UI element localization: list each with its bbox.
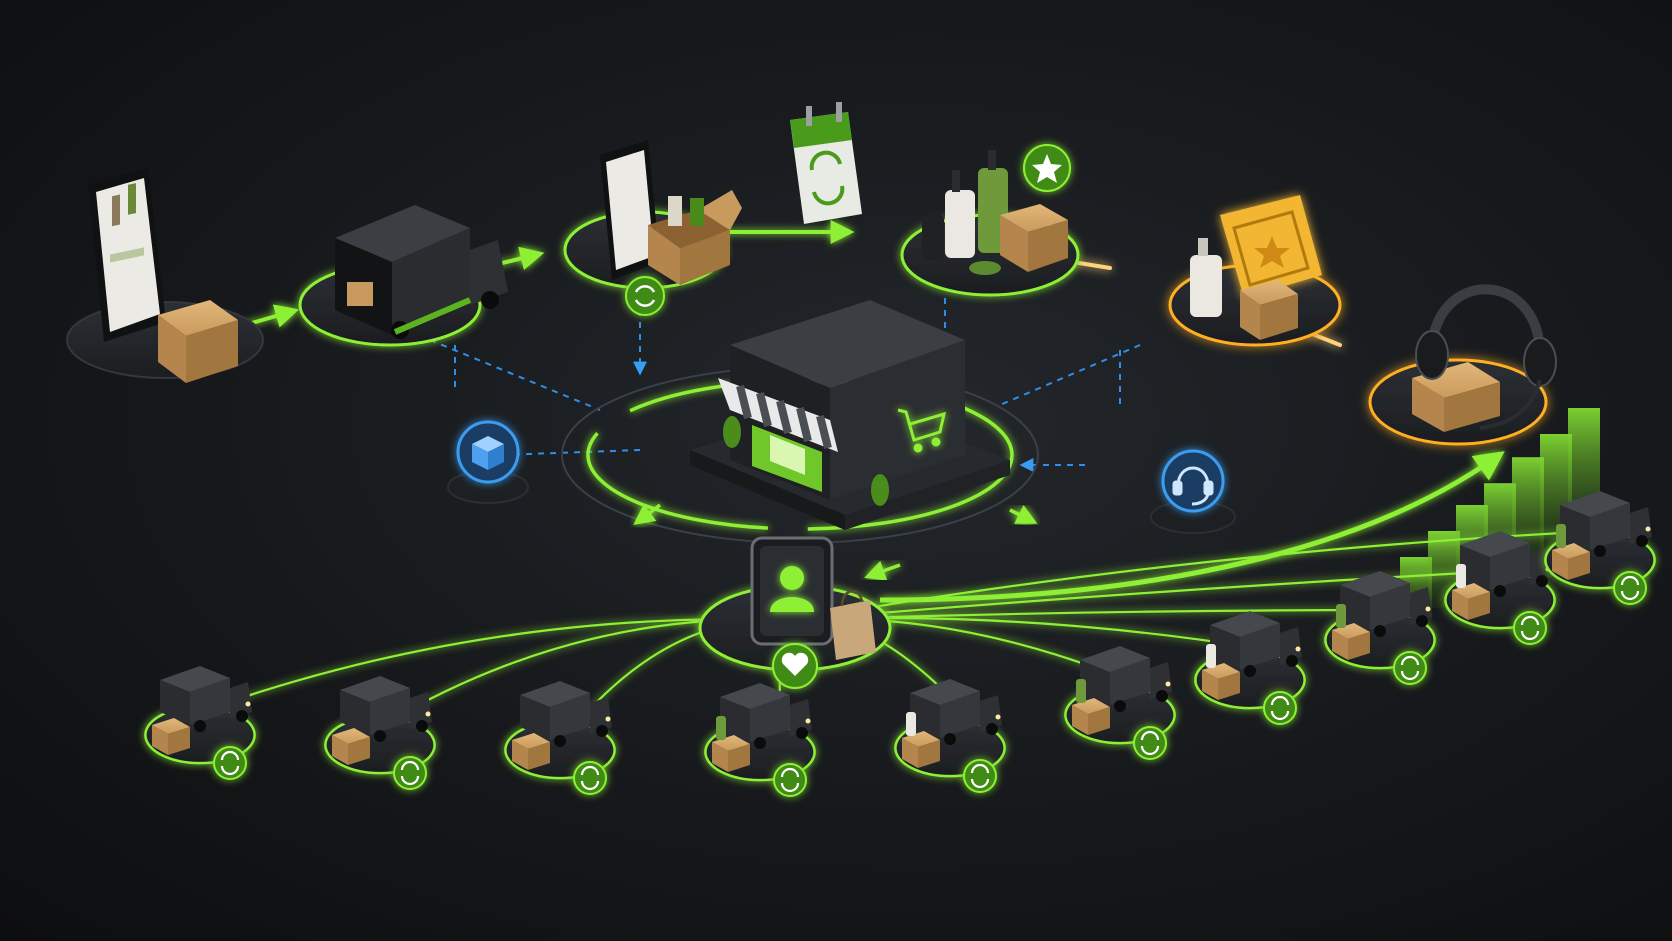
delivery-truck-icon (335, 205, 508, 339)
growth-arrow (879, 451, 1505, 603)
delivery-truck-icon (1080, 646, 1172, 712)
refresh-icon (963, 759, 997, 793)
node-products (900, 144, 1080, 297)
package-box (152, 718, 190, 755)
node-support (1368, 284, 1557, 446)
smartphone-icon (600, 140, 660, 280)
package-box (902, 731, 940, 768)
refresh-icon (213, 746, 247, 780)
node-unboxing (563, 140, 742, 316)
storefront-icon (718, 300, 965, 506)
smartphone-icon (88, 168, 166, 342)
hub-ring-arrow-bottom (864, 560, 901, 581)
delivery-pod (1544, 491, 1656, 605)
refresh-icon (573, 761, 607, 795)
refresh-icon (1393, 651, 1427, 685)
product-bottle (1336, 604, 1346, 628)
cube-icon (472, 436, 504, 470)
node-online-order (66, 168, 264, 383)
delivery-pod (324, 676, 436, 790)
node-shipping (298, 205, 508, 347)
delivery-pod (1064, 646, 1176, 760)
delivery-truck-icon (520, 681, 612, 747)
delivery-pod (504, 681, 616, 795)
refresh-icon (773, 763, 807, 797)
package-box (332, 728, 370, 765)
refresh-icon (1133, 726, 1167, 760)
refresh-icon (1613, 571, 1647, 605)
product-bottle (1076, 679, 1086, 703)
node-rewards (1168, 195, 1342, 347)
package-box (1412, 362, 1500, 432)
product-bottle (716, 716, 726, 740)
ticket-icon (1220, 195, 1322, 298)
hub-ring-arrow-right (1009, 504, 1038, 524)
product-bottle (906, 712, 916, 736)
delivery-truck-icon (720, 683, 812, 749)
calendar-refresh-icon (790, 102, 862, 224)
central-hub (561, 300, 1039, 581)
package-box (1452, 583, 1490, 620)
heart-icon (772, 643, 818, 689)
delivery-truck-icon (1560, 491, 1652, 557)
headset-icon (1415, 284, 1557, 430)
node-inventory (447, 420, 529, 504)
node-customer (698, 536, 892, 689)
delivery-truck-icon (340, 676, 432, 742)
package-box (512, 733, 550, 770)
refresh-icon (1263, 691, 1297, 725)
open-package-box (648, 190, 742, 285)
package-box (1202, 663, 1240, 700)
package-box (158, 300, 238, 383)
hub-ring-arrow-left (633, 503, 662, 526)
product-bottles (922, 150, 1008, 275)
delivery-pod (894, 679, 1006, 793)
shopping-cart-icon (897, 408, 947, 453)
product-bottle (1556, 524, 1566, 548)
refresh-icon (625, 276, 665, 316)
delivery-truck-icon (160, 666, 252, 732)
package-box (1240, 280, 1298, 340)
package-box (1072, 698, 1110, 735)
refresh-icon (393, 756, 427, 790)
delivery-pod (1194, 611, 1306, 725)
delivery-pod (1444, 531, 1556, 645)
node-customer-support (1150, 449, 1236, 534)
link-inventory-in (494, 447, 641, 462)
delivery-truck-icon (1210, 611, 1302, 677)
delivery-truck-icon (1340, 571, 1432, 637)
shopping-bag-icon (830, 590, 876, 660)
headset-icon (1172, 466, 1214, 506)
product-bottle (1206, 644, 1216, 668)
package-box (1000, 204, 1068, 272)
product-bottle (1456, 564, 1466, 588)
link-right-to-hub (999, 344, 1141, 406)
delivery-pod (1324, 571, 1436, 685)
delivery-truck-icon (910, 679, 1002, 745)
user-icon (770, 566, 814, 612)
smartphone-icon (750, 536, 834, 646)
package-box (1332, 623, 1370, 660)
star-icon (1023, 144, 1071, 192)
fan-line (794, 568, 1521, 622)
delivery-pod (144, 666, 256, 780)
refresh-icon (1513, 611, 1547, 645)
subscription-deliveries (144, 491, 1656, 797)
delivery-pod (704, 683, 816, 797)
